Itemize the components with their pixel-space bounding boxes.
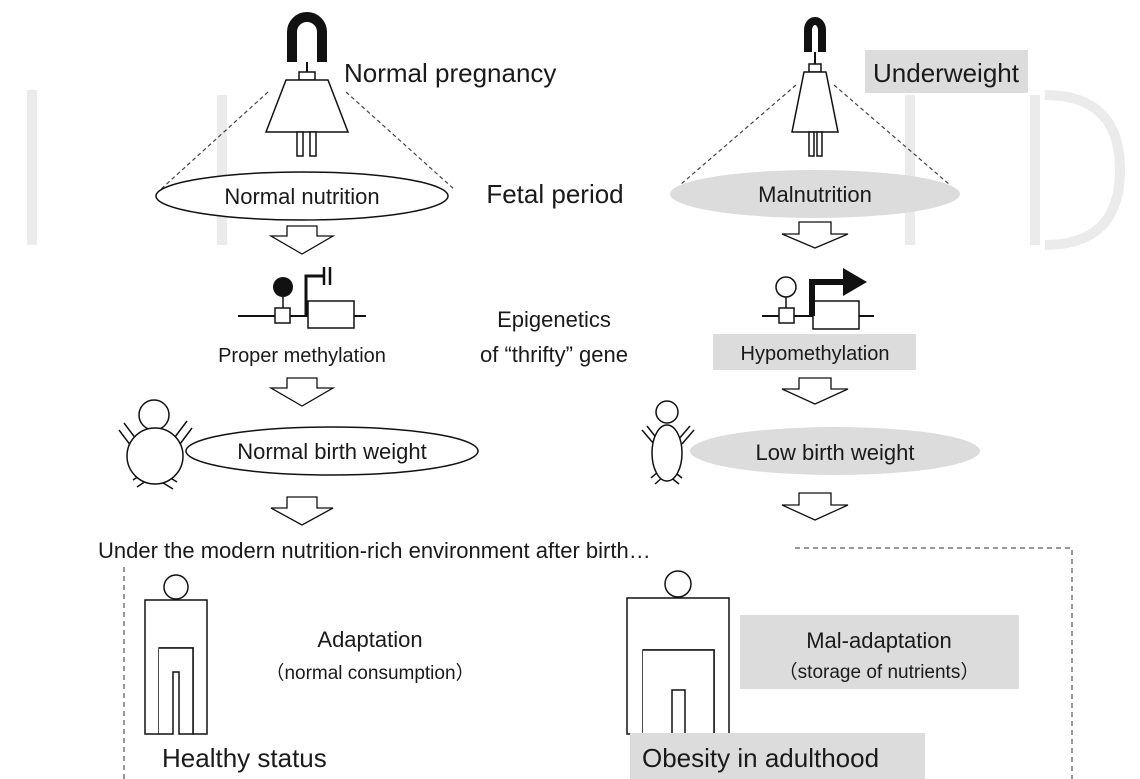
mother-underweight-icon [791, 17, 839, 157]
mal-adaptation-detail: （storage of nutrients） [779, 661, 980, 683]
healthy-adult-icon [144, 574, 208, 735]
malnutrition-label: Malnutrition [758, 182, 872, 207]
baby-normal-icon [118, 399, 193, 490]
mother-underweight-fetal-lines [679, 84, 951, 186]
left-arrow-1 [268, 225, 336, 255]
outcome-region-border [123, 547, 1073, 779]
obese-adult-icon [626, 570, 730, 735]
fetal-period-label: Fetal period [486, 179, 623, 209]
underweight-heading: Underweight [873, 58, 1020, 88]
mal-adaptation-box [740, 615, 1019, 689]
normal-birth-weight-ellipse [185, 426, 479, 476]
mother-normal-icon [264, 12, 350, 157]
hypomethylation-label: Hypomethylation [741, 343, 890, 365]
epigenetics-label-line1: Epigenetics [497, 307, 611, 332]
adaptation-detail: （normal consumption） [265, 662, 474, 684]
obesity-box [630, 733, 925, 779]
environment-caption: Under the modern nutrition-rich environm… [98, 538, 651, 563]
underweight-box [865, 50, 1028, 93]
obesity-label: Obesity in adulthood [642, 743, 879, 773]
mother-normal-fetal-lines [159, 91, 456, 191]
watermark [27, 90, 1126, 250]
normal-nutrition-ellipse [155, 171, 449, 221]
proper-methylation-label: Proper methylation [218, 345, 386, 367]
unmethylated-gene-icon [762, 268, 874, 330]
hypomethylation-box [713, 334, 916, 370]
normal-birth-weight-label: Normal birth weight [237, 439, 427, 464]
right-arrow-1 [781, 221, 849, 249]
methylated-gene-icon [238, 267, 366, 329]
mal-adaptation-label: Mal-adaptation [806, 628, 952, 653]
left-arrow-3 [270, 496, 334, 526]
low-birth-weight-label: Low birth weight [756, 440, 915, 465]
adaptation-label: Adaptation [317, 627, 422, 652]
normal-nutrition-label: Normal nutrition [224, 184, 379, 209]
right-arrow-3 [781, 492, 849, 521]
epigenetics-label-line2: of “thrifty” gene [480, 342, 628, 367]
baby-low-weight-icon [641, 400, 695, 485]
normal-pregnancy-heading: Normal pregnancy [344, 58, 556, 88]
low-birth-weight-ellipse [690, 427, 980, 475]
healthy-status-label: Healthy status [162, 743, 327, 773]
malnutrition-ellipse [670, 170, 960, 218]
right-arrow-2 [781, 377, 849, 405]
left-arrow-2 [268, 377, 336, 407]
